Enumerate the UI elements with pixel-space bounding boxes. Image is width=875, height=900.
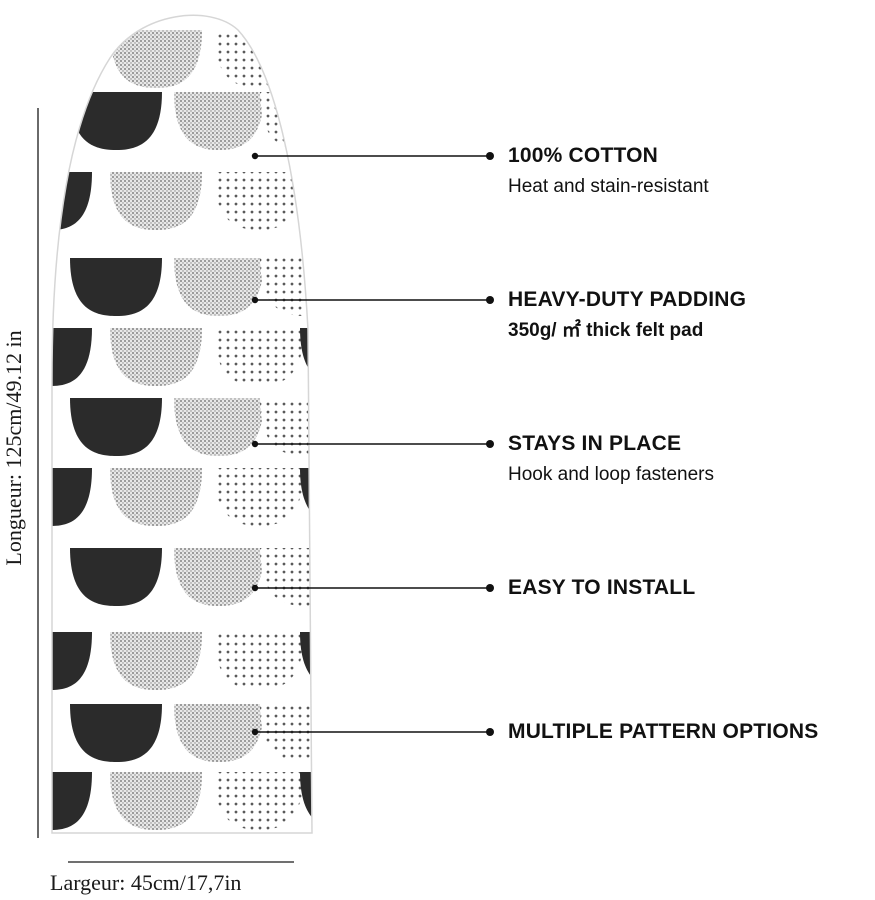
callout-dot xyxy=(251,152,259,160)
feature-title: 100% COTTON xyxy=(508,144,659,167)
fabric-motif xyxy=(110,328,202,386)
fabric-motif xyxy=(260,704,312,762)
fabric-motif xyxy=(52,328,92,386)
fabric-motif xyxy=(52,632,92,690)
width-dimension-label: Largeur: 45cm/17,7in xyxy=(50,870,242,895)
fabric-motif xyxy=(214,328,304,386)
callout-dot xyxy=(486,440,494,448)
fabric-motif xyxy=(52,468,92,526)
feature-cotton: 100% COTTON Heat and stain-resistant xyxy=(508,143,709,200)
fabric-motif xyxy=(70,704,162,762)
board-outline xyxy=(51,14,313,834)
callout-dot xyxy=(251,440,259,448)
fabric-motif xyxy=(174,92,264,150)
fabric-motif xyxy=(214,468,304,526)
fabric-motif xyxy=(214,772,304,830)
fabric-motif xyxy=(70,398,162,456)
fabric-motif xyxy=(52,30,92,88)
fabric-motif xyxy=(70,258,162,316)
feature-title: HEAVY-DUTY PADDING xyxy=(508,288,747,311)
fabric-motif xyxy=(300,30,312,88)
feature-easy-install: EASY TO INSTALL xyxy=(508,575,695,601)
fabric-motif xyxy=(174,704,264,762)
callout-dot xyxy=(486,152,494,160)
fabric-motif xyxy=(52,172,92,230)
fabric-motif xyxy=(174,258,264,316)
feature-title: EASY TO INSTALL xyxy=(508,576,696,599)
fabric-motif xyxy=(110,772,202,830)
feature-title: STAYS IN PLACE xyxy=(508,432,682,455)
fabric-motif xyxy=(110,632,202,690)
fabric-motif xyxy=(0,92,52,150)
fabric-motif xyxy=(174,398,264,456)
feature-padding: HEAVY-DUTY PADDING 350g/ ㎡ thick felt pa… xyxy=(508,287,746,344)
feature-subtitle: Hook and loop fasteners xyxy=(508,464,714,485)
fabric-motif xyxy=(52,772,92,830)
fabric-motif xyxy=(110,30,202,88)
callout-dot xyxy=(251,296,259,304)
fabric-motif xyxy=(214,632,304,690)
fabric-motif xyxy=(70,548,162,606)
feature-pattern-options: MULTIPLE PATTERN OPTIONS xyxy=(508,719,818,745)
fabric-motif xyxy=(174,548,264,606)
fabric-motif xyxy=(300,632,312,690)
fabric-motif xyxy=(110,172,202,230)
callout-dot xyxy=(251,584,259,592)
callout-dot xyxy=(251,728,259,736)
callout-dot xyxy=(486,584,494,592)
fabric-motif xyxy=(260,548,312,606)
fabric-motif xyxy=(214,172,304,230)
callout-dot xyxy=(486,728,494,736)
fabric-motif xyxy=(0,258,52,316)
fabric-motif xyxy=(300,772,312,830)
length-dimension-label: Longueur: 125cm/49.12 in xyxy=(1,330,26,566)
callout-dot xyxy=(486,296,494,304)
feature-stays-in-place: STAYS IN PLACE Hook and loop fasteners xyxy=(508,431,714,488)
feature-subtitle: 350g/ ㎡ thick felt pad xyxy=(508,320,704,341)
fabric-motif xyxy=(300,468,312,526)
fabric-motif xyxy=(110,468,202,526)
fabric-motif xyxy=(260,398,312,456)
fabric-motif xyxy=(300,172,312,230)
fabric-motif xyxy=(0,704,52,762)
feature-subtitle: Heat and stain-resistant xyxy=(508,176,709,197)
fabric-motif xyxy=(70,92,162,150)
callout-lines xyxy=(251,152,494,736)
feature-title: MULTIPLE PATTERN OPTIONS xyxy=(508,720,819,743)
fabric-motif xyxy=(300,328,312,386)
